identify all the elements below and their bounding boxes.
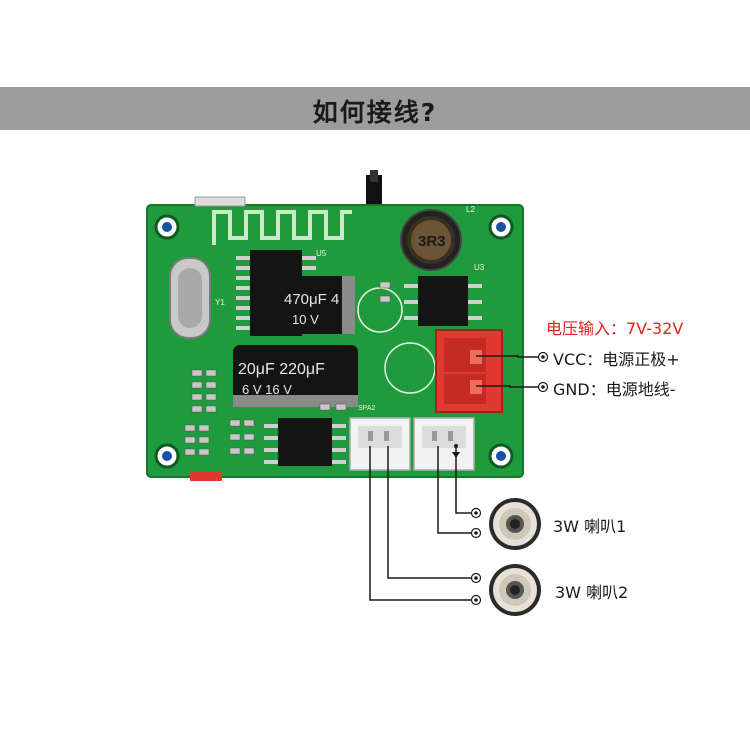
vcc-terminal — [537, 351, 549, 363]
svg-text:Y1: Y1 — [215, 298, 225, 307]
mounting-hole — [154, 214, 180, 240]
regulator-chip: U3 — [404, 263, 485, 326]
speaker-connector-2 — [349, 417, 411, 471]
svg-text:20μF 220μF: 20μF 220μF — [238, 361, 325, 378]
slide-switch — [366, 175, 382, 209]
mounting-hole — [488, 214, 514, 240]
speaker-wires — [369, 446, 474, 601]
inductor: 3R3 L2 — [400, 205, 475, 271]
header-banner: 如何接线? — [0, 87, 750, 130]
svg-text:10 V: 10 V — [292, 312, 319, 327]
mounting-hole — [154, 443, 180, 469]
svg-text:U5: U5 — [316, 249, 327, 258]
svg-text:L2: L2 — [466, 205, 475, 214]
svg-text:6 V 16 V: 6 V 16 V — [242, 382, 292, 397]
capacitor-220uf: 20μF 220μF 6 V 16 V — [233, 345, 358, 407]
speaker-terminal — [470, 507, 482, 606]
mounting-hole — [488, 443, 514, 469]
svg-text:SPA2: SPA2 — [358, 405, 375, 412]
amplifier-chip — [264, 418, 346, 466]
status-led — [190, 472, 222, 481]
pcb-board: Y1 U5 3R3 L2 470μF 4 — [146, 196, 524, 481]
gnd-terminal — [537, 381, 549, 393]
antenna-trace — [212, 210, 352, 245]
smd-components — [184, 281, 391, 456]
svg-text:3R3: 3R3 — [418, 233, 446, 250]
svg-text:470μF 4: 470μF 4 — [284, 291, 339, 308]
capacitor-470uf: 470μF 4 10 V — [265, 276, 355, 334]
voltage-input-label: 电压输入：7V-32V — [546, 319, 684, 338]
speaker-2-label: 3W 喇叭2 — [555, 583, 629, 602]
page-title: 如何接线? — [312, 98, 438, 127]
speaker-1-label: 3W 喇叭1 — [553, 517, 627, 536]
power-wires — [476, 355, 538, 388]
vcc-label: VCC：电源正极+ — [553, 350, 680, 369]
power-connector — [435, 329, 503, 413]
gnd-label: GND：电源地线- — [553, 380, 676, 399]
crystal-oscillator: Y1 — [169, 257, 225, 339]
speaker-icon — [489, 498, 541, 550]
svg-text:U3: U3 — [474, 263, 485, 272]
speaker-connector-1 — [413, 417, 475, 471]
speaker-icon — [489, 564, 541, 616]
